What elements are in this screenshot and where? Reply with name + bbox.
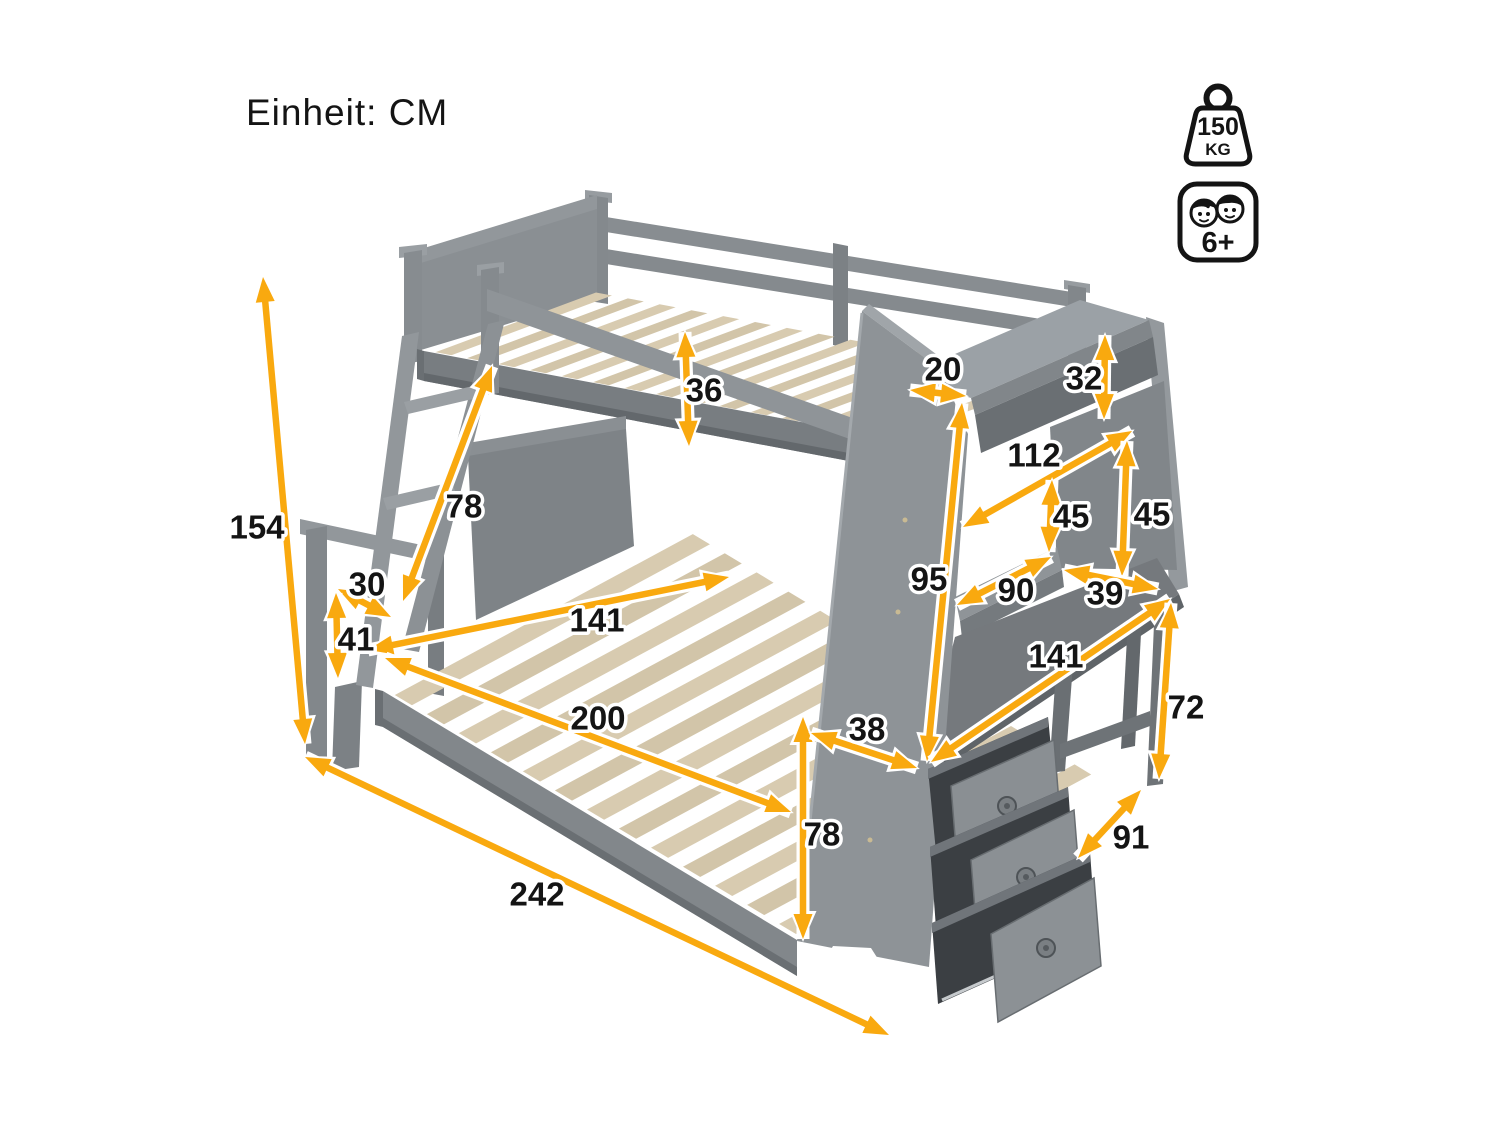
dimension-desk-height <box>1147 600 1183 782</box>
dimension-label-lower-bed-width: 141 <box>569 602 624 639</box>
dimension-hutch-diagonal <box>959 425 1136 533</box>
weight-badge: 150 KG <box>1176 82 1260 178</box>
dimension-label-hutch-side-height: 45 <box>1134 496 1171 533</box>
dimension-label-total-length: 242 <box>509 876 564 913</box>
dimension-label-top-board-depth: 20 <box>925 351 962 388</box>
weight-value: 150 <box>1197 113 1239 141</box>
weight-unit: KG <box>1205 140 1231 159</box>
dimension-lower-bed-length <box>382 651 794 819</box>
dimension-arrows: 154 78 36 30 41 141 200 242 78 38 95 20 32 112 45 45 90 3… <box>226 274 1208 1041</box>
drawers <box>928 717 1102 1024</box>
age-value: 6+ <box>1201 227 1234 259</box>
dimension-shelf-depth <box>1061 562 1161 597</box>
dimension-cabinet-height <box>789 714 817 942</box>
dimension-total-height <box>252 274 316 747</box>
dimension-label-desk-height: 72 <box>1168 689 1205 726</box>
dimension-shelf-clearance <box>1090 332 1119 422</box>
dimension-lower-bed-width <box>365 569 732 658</box>
dimension-label-lower-bed-length: 200 <box>570 700 625 737</box>
dimension-shelf-width <box>954 551 1054 611</box>
dimension-label-desk-length: 141 <box>1028 638 1083 675</box>
dimension-label-guard-rail-height: 36 <box>686 372 723 409</box>
dimension-hutch-side-height <box>1109 438 1140 579</box>
dimension-total-length <box>302 751 892 1041</box>
dimension-desk-depth <box>1073 785 1146 863</box>
dimension-label-step-depth: 30 <box>349 566 386 603</box>
dimension-label-hutch-diagonal: 112 <box>1007 437 1060 474</box>
dimension-top-board-depth <box>907 379 969 407</box>
dimension-label-cabinet-depth: 38 <box>849 711 886 748</box>
dimension-cabinet-depth <box>808 726 920 775</box>
age-badge: 6+ <box>1176 180 1260 264</box>
dimension-label-cabinet-height: 78 <box>804 816 841 853</box>
dimension-frame-height <box>323 590 351 681</box>
dimension-label-hutch-inner-height: 45 <box>1053 498 1090 535</box>
dimension-step-depth <box>334 583 395 623</box>
dimension-label-shelf-clearance: 32 <box>1066 360 1103 397</box>
dimension-ladder-length <box>396 363 499 604</box>
dimension-label-panel-height: 95 <box>911 561 948 598</box>
dimension-label-total-height: 154 <box>229 509 285 546</box>
dimension-guard-rail-height <box>672 329 702 449</box>
dimension-panel-height <box>916 400 973 764</box>
dimension-label-frame-height: 41 <box>338 621 375 658</box>
dimension-label-desk-depth: 91 <box>1113 819 1150 856</box>
weight-kettlebell-icon: 150 KG <box>1183 83 1253 167</box>
two-children-icon: 6+ <box>1177 181 1259 263</box>
unit-label: Einheit: CM <box>246 92 449 133</box>
dimension-desk-length <box>927 593 1174 768</box>
drawer-bottom <box>932 852 1102 1024</box>
dimension-label-shelf-depth: 39 <box>1087 575 1124 612</box>
dimension-label-ladder-length: 78 <box>446 488 483 525</box>
dimension-hutch-inner-height <box>1036 477 1065 555</box>
dimension-label-shelf-width: 90 <box>998 572 1035 609</box>
